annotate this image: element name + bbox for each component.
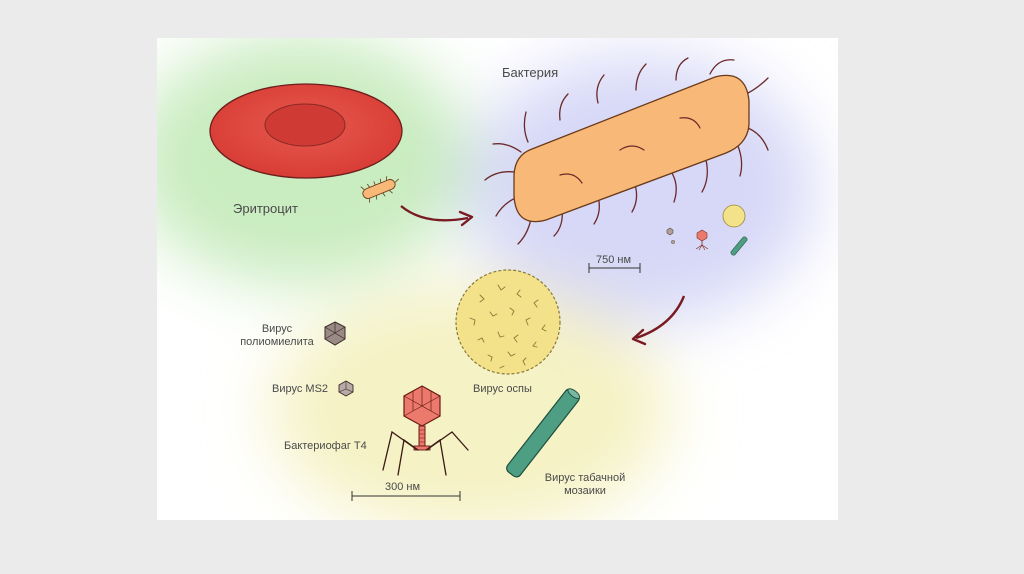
bacterium-label: Бактерия [502,66,558,79]
virus-scale-label: 300 нм [385,481,420,494]
polio-label-line1: Вирус [232,323,322,336]
small-ms2-icon [671,240,675,244]
polio-label-line2: полиомиелита [232,336,322,349]
smallpox-label: Вирус оспы [473,383,532,396]
bacterium-scale-label: 750 нм [596,254,631,267]
smallpox-virus-illustration [456,270,560,374]
small-smallpox-icon [723,205,745,227]
erythrocyte-label: Эритроцит [233,202,298,215]
ms2-label: Вирус MS2 [272,383,328,396]
tmv-label-line1: Вирус табачной [537,472,633,485]
small-polio-icon [667,228,673,235]
tmv-label-line2: мозаики [537,485,633,498]
polio-label: Вирус полиомиелита [232,323,322,349]
erythrocyte-illustration [210,84,402,178]
tmv-label: Вирус табачной мозаики [537,472,633,498]
phage-t4-label: Бактериофаг Т4 [284,440,367,453]
